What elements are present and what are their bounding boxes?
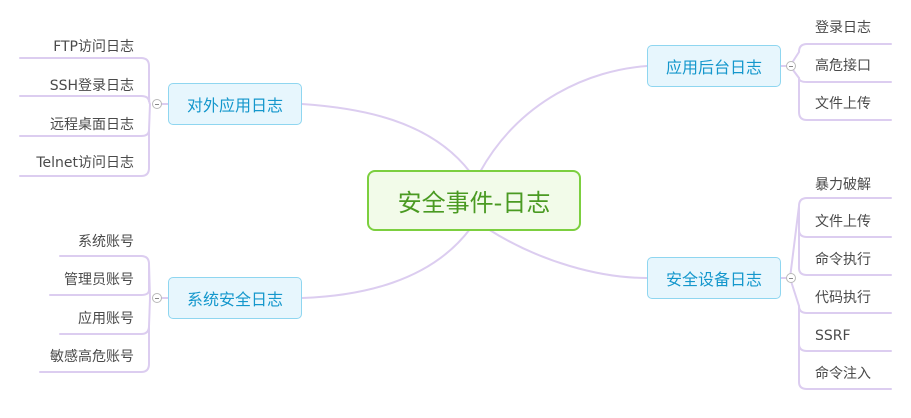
leaf-brute-force[interactable]: 暴力破解 bbox=[815, 177, 871, 193]
collapse-toggle-security-device-logs[interactable] bbox=[786, 273, 796, 283]
leaf-command-execution[interactable]: 命令执行 bbox=[815, 252, 871, 268]
leaf-login-log[interactable]: 登录日志 bbox=[815, 20, 871, 36]
leaf-file-upload-backend[interactable]: 文件上传 bbox=[815, 96, 871, 112]
collapse-toggle-external-app-logs[interactable] bbox=[152, 99, 162, 109]
topic-app-backend-logs[interactable]: 应用后台日志 bbox=[647, 45, 781, 87]
topic-system-security-logs[interactable]: 系统安全日志 bbox=[168, 277, 302, 319]
leaf-code-execution[interactable]: 代码执行 bbox=[815, 290, 871, 306]
leaf-remote-desktop-log[interactable]: 远程桌面日志 bbox=[50, 117, 134, 133]
leaf-sensitive-high-risk-account[interactable]: 敏感高危账号 bbox=[50, 349, 134, 365]
leaf-ftp-access-log[interactable]: FTP访问日志 bbox=[53, 39, 134, 55]
central-topic[interactable]: 安全事件-日志 bbox=[367, 170, 581, 231]
leaf-ssh-login-log[interactable]: SSH登录日志 bbox=[49, 78, 134, 94]
leaf-ssrf[interactable]: SSRF bbox=[815, 328, 851, 344]
leaf-high-risk-api[interactable]: 高危接口 bbox=[815, 58, 871, 74]
topic-security-device-logs[interactable]: 安全设备日志 bbox=[647, 257, 781, 299]
leaf-system-account[interactable]: 系统账号 bbox=[78, 234, 134, 250]
leaf-app-account[interactable]: 应用账号 bbox=[78, 311, 134, 327]
leaf-telnet-access-log[interactable]: Telnet访问日志 bbox=[36, 155, 134, 171]
collapse-toggle-system-security-logs[interactable] bbox=[152, 293, 162, 303]
leaf-file-upload-device[interactable]: 文件上传 bbox=[815, 214, 871, 230]
topic-external-app-logs[interactable]: 对外应用日志 bbox=[168, 83, 302, 125]
collapse-toggle-app-backend-logs[interactable] bbox=[786, 61, 796, 71]
leaf-command-injection[interactable]: 命令注入 bbox=[815, 366, 871, 382]
leaf-admin-account[interactable]: 管理员账号 bbox=[64, 272, 134, 288]
